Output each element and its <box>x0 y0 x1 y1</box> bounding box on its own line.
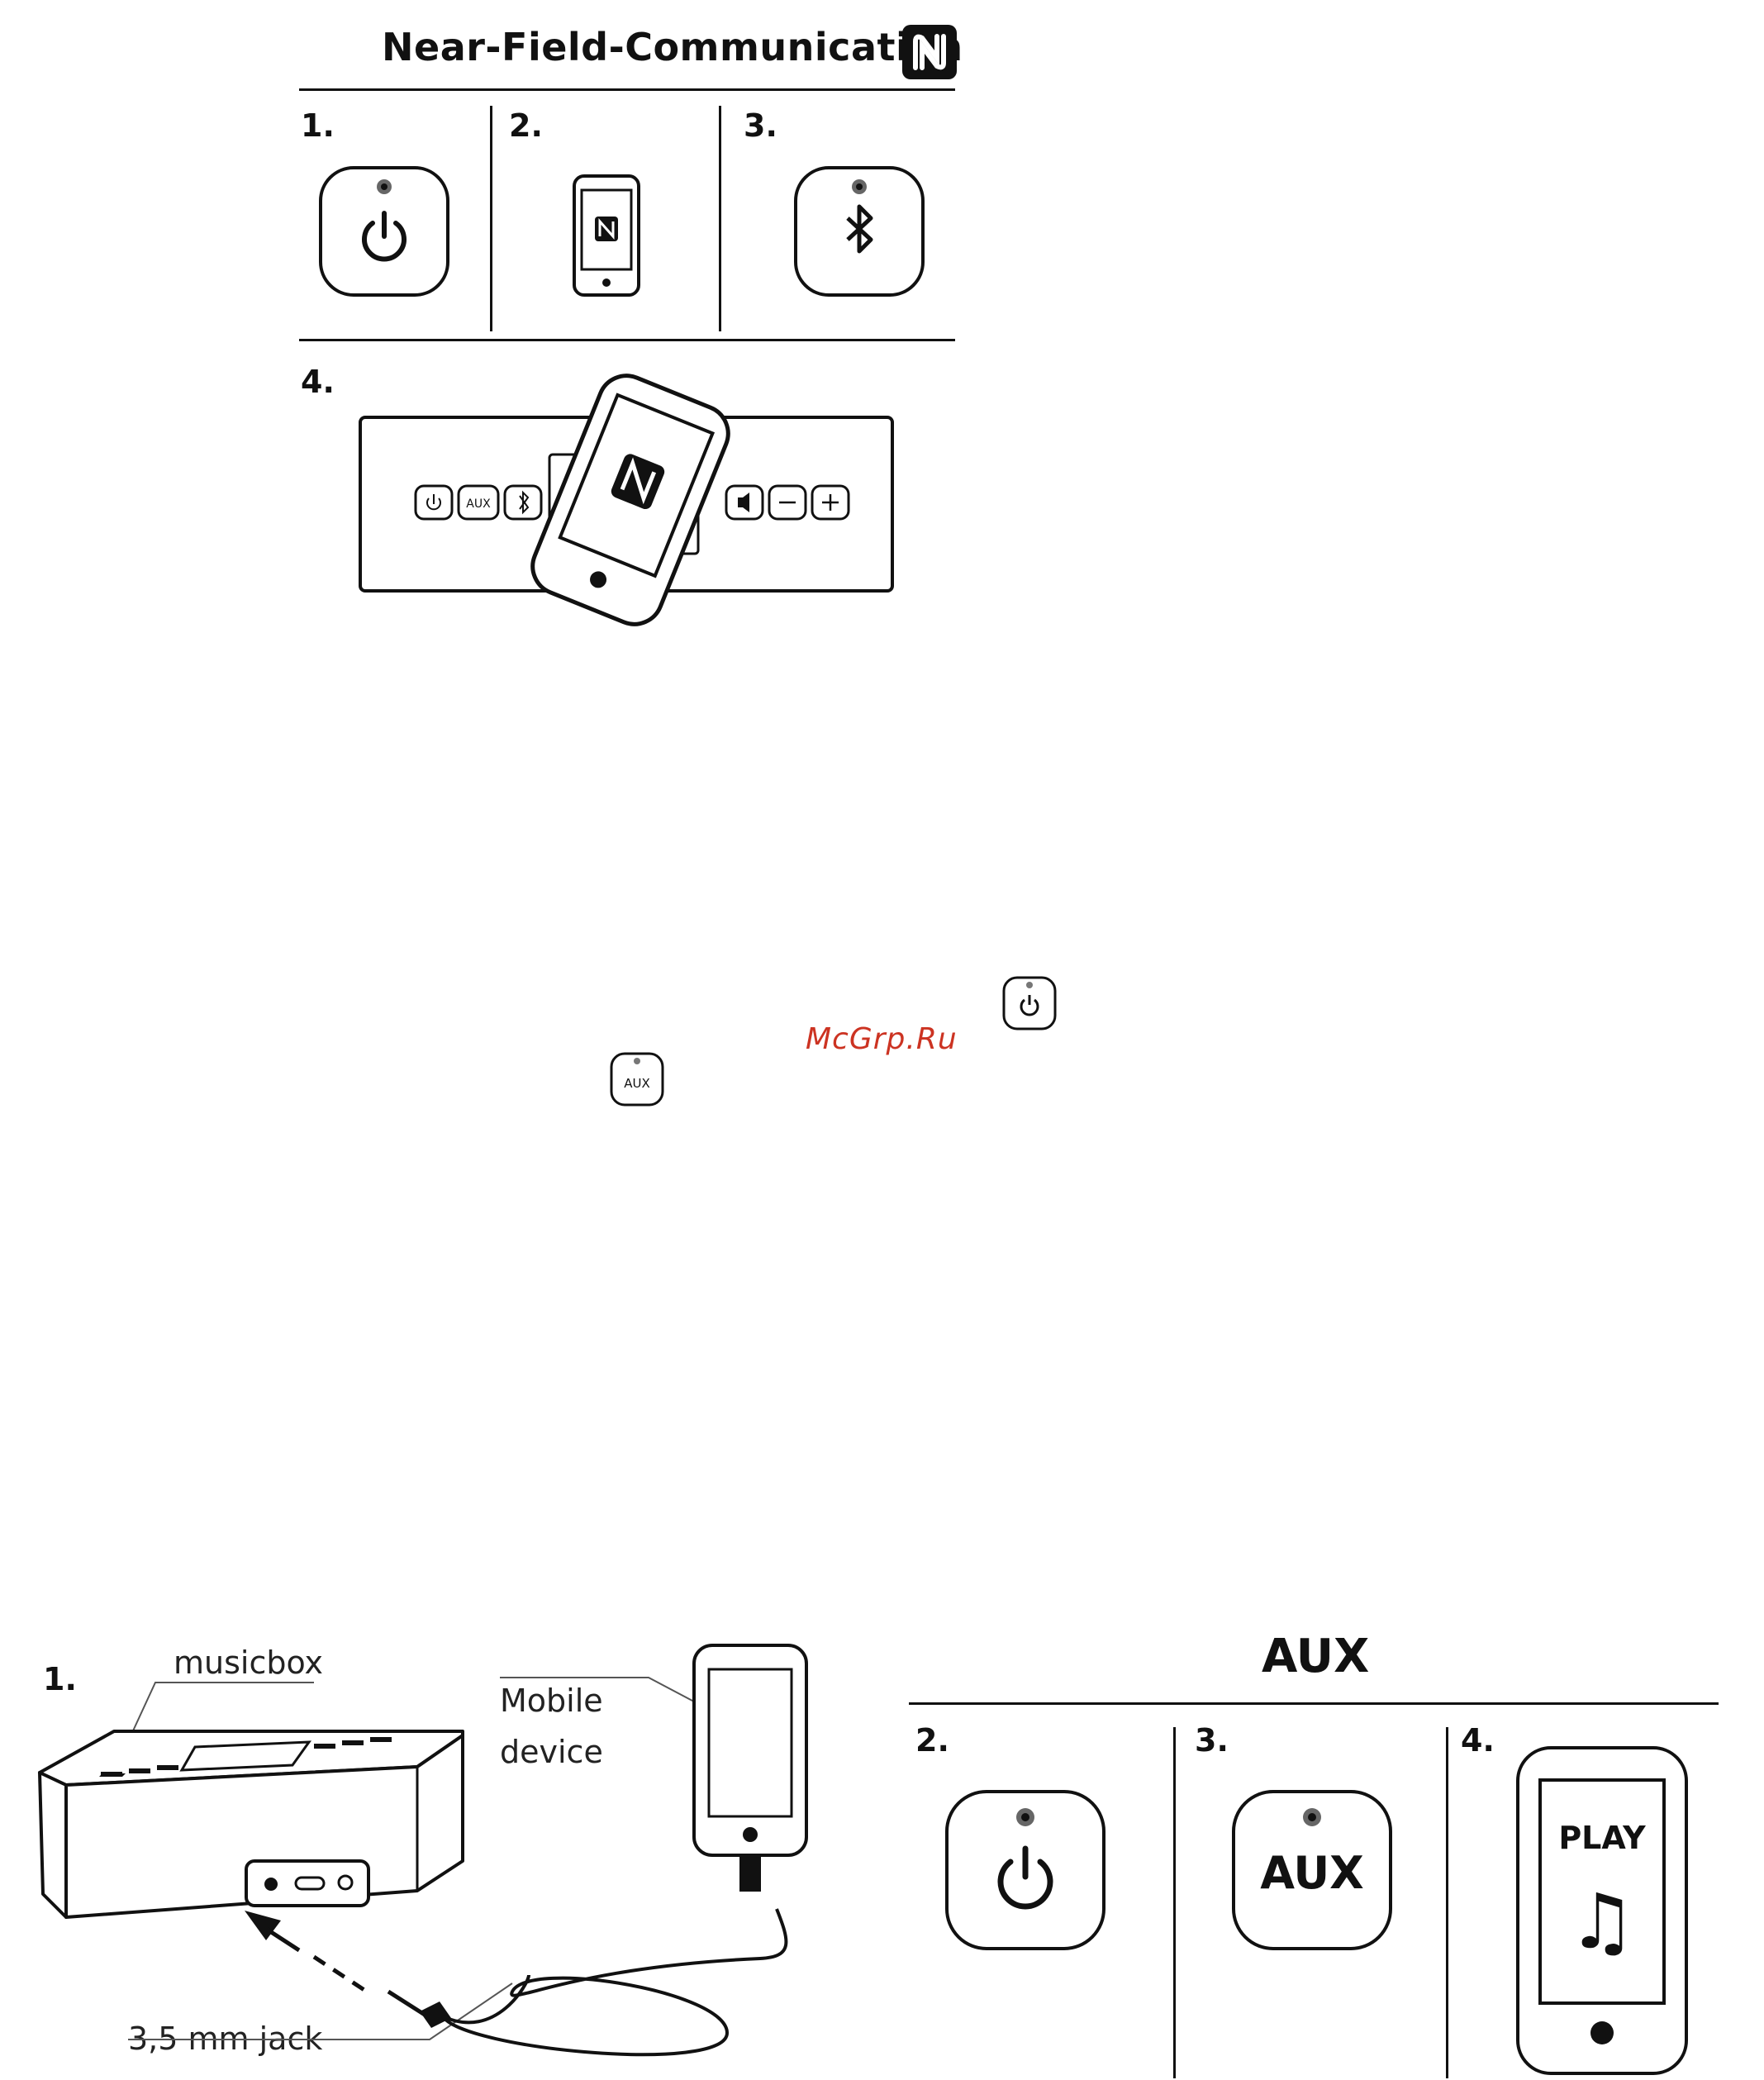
play-label: PLAY <box>1558 1820 1646 1856</box>
nfc-step-4: 4. <box>301 364 335 400</box>
nfc-title: Near-Field-Communication <box>382 25 963 69</box>
aux-divider-v1 <box>1173 1727 1176 2078</box>
aux-connection-diagram <box>33 1644 843 2074</box>
aux-step-4: 4. <box>1461 1722 1495 1759</box>
play-phone-illustration: PLAY ♫ <box>1515 1745 1689 2076</box>
watermark-text: McGrp.Ru <box>806 1022 958 1056</box>
music-note-icon: ♫ <box>1568 1878 1636 1966</box>
nfc-divider-v1 <box>490 106 492 331</box>
nfc-divider-v2 <box>719 106 721 331</box>
nfc-step-3: 3. <box>744 107 777 144</box>
nfc-divider-top <box>299 88 955 91</box>
aux-divider-top <box>909 1702 1719 1705</box>
inline-aux-icon: AUX <box>609 1051 665 1107</box>
aux-divider-v2 <box>1446 1727 1448 2078</box>
nfc-logo-icon <box>901 23 958 81</box>
aux-power-button-illustration <box>944 1789 1106 1951</box>
power-button-illustration <box>318 165 450 297</box>
bluetooth-button-illustration <box>793 165 925 297</box>
inline-power-icon <box>1001 975 1058 1031</box>
inline-aux-label: AUX <box>624 1076 650 1091</box>
aux-step-3: 3. <box>1195 1722 1229 1759</box>
nfc-step-1: 1. <box>301 107 335 144</box>
phone-nfc-illustration <box>572 174 641 297</box>
nfc-divider-mid <box>299 339 955 341</box>
aux-step-2: 2. <box>915 1722 949 1759</box>
nfc-step-2: 2. <box>509 107 543 144</box>
speaker-aux-button-label: AUX <box>466 497 491 511</box>
speaker-nfc-tap-illustration: AUX <box>358 380 895 620</box>
aux-button-illustration: AUX <box>1231 1789 1393 1951</box>
aux-title: AUX <box>1262 1630 1369 1683</box>
aux-button-label: AUX <box>1260 1847 1364 1899</box>
